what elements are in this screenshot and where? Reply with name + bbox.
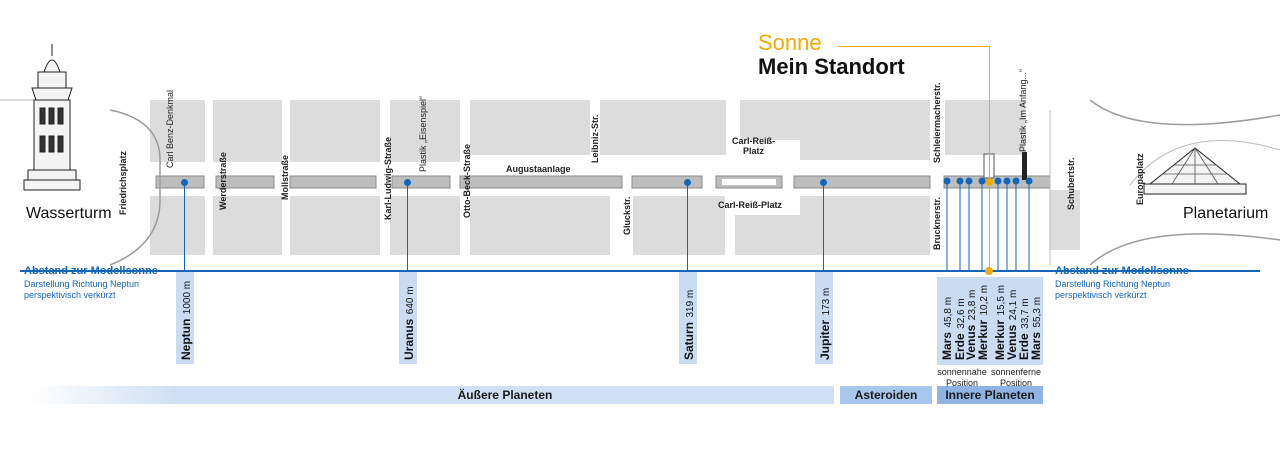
distance-title-left: Abstand zur Modellsonne [24, 265, 158, 277]
street-gluckstr: Gluckstr. [622, 196, 632, 235]
planet-name-neptun: Neptun [179, 318, 193, 360]
band-fade [30, 386, 176, 404]
sun-marker [985, 178, 993, 186]
band-asteroids: Asteroiden [840, 386, 932, 404]
sun-label: Sonne [758, 30, 822, 55]
street-augustaanlage: Augustaanlage [506, 164, 571, 174]
planetarium-icon [1143, 147, 1247, 195]
inner-planets-box [937, 277, 1043, 365]
planet-name-jupiter: Jupiter [818, 319, 832, 360]
planet-name-uranus: Uranus [402, 318, 416, 360]
street-schleiermacher: Schleiermacherstr. [932, 82, 942, 163]
sun-leader-vertical [989, 46, 990, 180]
street-otto-beck: Otto-Beck-Straße [462, 143, 472, 218]
distance-subtitle-right-2: perspektivisch verkürzt [1055, 290, 1147, 300]
band-outer-planets: Äußere Planeten [176, 386, 834, 404]
planet-distance-saturn: 319 m [685, 289, 696, 318]
street-karl-ludwig: Karl-Ludwig-Straße [383, 136, 393, 220]
wasserturm-label: Wasserturm [26, 205, 112, 222]
distance-subtitle-left-2: perspektivisch verkürzt [24, 290, 116, 300]
im-anfang-sculpture [1022, 152, 1027, 180]
distance-subtitle-right-1: Darstellung Richtung Neptun [1055, 279, 1171, 289]
street-europaplatz: Europaplatz [1135, 153, 1145, 205]
street-carl-reiss-platz: Carl-Reiß-Platz [718, 200, 783, 210]
street-werderstrasse: Werderstraße [218, 152, 228, 210]
inner-near-merkur: Merkur 10,2 m [976, 284, 990, 360]
planet-distance-jupiter: 173 m [821, 287, 832, 316]
sun-distance-marker [985, 267, 993, 275]
planet-name-saturn: Saturn [682, 321, 696, 360]
distance-line [20, 270, 1260, 272]
band-inner-planets: Innere Planeten [937, 386, 1043, 404]
distance-title-right: Abstand zur Modellsonne [1055, 265, 1189, 277]
street-plastik-eisenspiel: Plastik „Eisenspiel“ [418, 95, 428, 172]
inner-planet-markers [943, 177, 1033, 272]
sun-marker-line [989, 186, 990, 272]
far-position-note: sonnenferne Position [990, 367, 1042, 388]
planet-distance-neptun: 1000 m [182, 280, 193, 315]
planet-distance-uranus: 640 m [405, 286, 416, 315]
street-mollstrasse: Mollstraße [280, 154, 290, 200]
street-leibniz: Leibniz-Str. [590, 114, 600, 163]
wasserturm-icon [23, 44, 81, 191]
location-label: Mein Standort [758, 54, 905, 79]
street-carl-benz: Carl Benz-Denkmal [165, 89, 175, 168]
street-schubertstr: Schubertstr. [1066, 157, 1076, 210]
street-carl-reiss-platz-top: Carl-Reiß- Platz [732, 136, 776, 156]
distance-subtitle-left-1: Darstellung Richtung Neptun [24, 279, 140, 289]
sun-leader-horizontal [838, 46, 990, 47]
street-plastik-anfang: Plastik „Im Anfang...“ [1018, 68, 1028, 152]
street-friedrichsplatz: Friedrichsplatz [118, 150, 128, 215]
planetarium-label: Planetarium [1183, 205, 1269, 222]
near-position-note: sonnennahe Position [937, 367, 987, 388]
inner-far-mars: Mars 55,3 m [1029, 296, 1043, 360]
